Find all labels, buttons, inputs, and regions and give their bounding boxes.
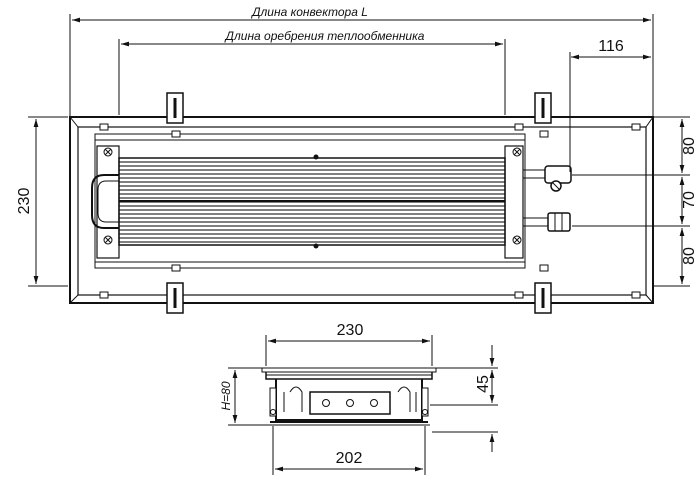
clip: [631, 291, 641, 299]
mounting-bracket-bottom-right: [534, 282, 552, 314]
inner-tray: [94, 133, 526, 269]
label-230-horizontal: 230: [337, 322, 364, 339]
valve-upper: [544, 165, 572, 192]
label-45: 45: [475, 375, 492, 393]
dimension-230-horizontal: 230: [265, 322, 433, 366]
clip: [99, 123, 109, 131]
fitting-lower: [547, 212, 571, 232]
dimension-convector-length: Длина конвектора L: [69, 5, 654, 117]
clip: [514, 291, 524, 299]
dimension-45: 45: [430, 345, 498, 452]
label-116: 116: [598, 38, 624, 55]
label-height: H=80: [219, 381, 233, 410]
convector-inner-frame: [77, 126, 647, 296]
label-202: 202: [336, 450, 363, 467]
clip: [99, 291, 109, 299]
label-80-bottom: 80: [681, 247, 698, 265]
pipe-outlets-right: [523, 169, 548, 227]
label-convector-length: Длина конвектора L: [250, 5, 368, 19]
label-80-top: 80: [681, 137, 698, 155]
clip: [514, 123, 524, 131]
label-fin-length: Длина оребрения теплообменника: [224, 29, 425, 43]
label-70: 70: [681, 191, 698, 209]
dimension-230-vertical: 230: [16, 116, 68, 287]
convector-outer-frame: [69, 116, 654, 304]
side-bracket-right: [421, 387, 429, 417]
pipe-loop-left: [91, 174, 119, 229]
mounting-bracket-top-left: [166, 92, 184, 124]
mounting-bracket-top-right: [534, 92, 552, 124]
label-230-vertical: 230: [16, 188, 33, 215]
dimension-height: H=80: [219, 367, 268, 426]
heat-exchanger-fins: [119, 161, 505, 243]
side-view: 230 202 45 H=80: [219, 322, 498, 475]
dimension-fin-length: Длина оребрения теплообменника: [118, 29, 506, 115]
dimension-right-stack: 80 70 80: [572, 116, 698, 287]
screws: [103, 147, 522, 245]
side-bracket-left: [269, 387, 277, 417]
mounting-bracket-bottom-left: [166, 282, 184, 314]
clip: [631, 123, 641, 131]
top-view: Длина конвектора L Длина оребрения тепло…: [16, 5, 698, 314]
dimension-202: 202: [272, 426, 426, 475]
dimension-116: 116: [569, 38, 651, 172]
